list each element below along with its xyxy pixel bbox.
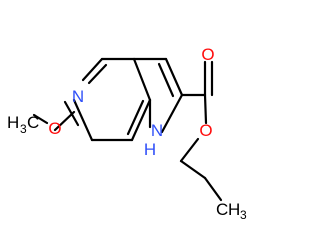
pyrrole-hydrogen-label: H xyxy=(144,140,156,159)
methyl-hydrogen-label: H xyxy=(7,113,19,132)
bond xyxy=(203,93,208,125)
bond xyxy=(72,98,94,142)
methoxy-oxygen-label: O xyxy=(48,119,61,138)
methyl-subscript-label: 3 xyxy=(20,122,27,136)
bond xyxy=(157,62,175,98)
bond xyxy=(179,159,207,180)
methyl-carbon-label: C xyxy=(27,113,39,132)
bond xyxy=(53,110,76,132)
bond xyxy=(87,63,108,85)
pyridine-nitrogen-label: N xyxy=(72,87,84,106)
bond xyxy=(126,99,145,136)
pyrrole-nitrogen-label: N xyxy=(151,121,163,140)
structure-drawing: N H 3 C O O O N H C H 3 xyxy=(7,45,247,222)
molecule-structure: N H 3 C O O O N H C H 3 xyxy=(7,45,247,222)
bond xyxy=(164,57,184,97)
bond xyxy=(81,57,104,82)
bond xyxy=(160,93,184,134)
ethyl-carbon-label: C xyxy=(216,200,228,219)
bond xyxy=(130,98,152,142)
bond xyxy=(179,137,200,163)
ethyl-hydrogen-label: H xyxy=(228,200,240,219)
carbonyl-oxygen-label: O xyxy=(201,45,214,64)
ester-oxygen-label: O xyxy=(199,121,212,140)
ethyl-subscript-label: 3 xyxy=(240,208,247,222)
bond xyxy=(132,57,152,102)
bond xyxy=(32,113,49,125)
bond xyxy=(203,176,223,202)
